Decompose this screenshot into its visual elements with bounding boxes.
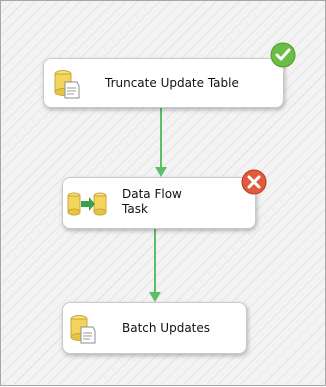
task-truncate-update-table[interactable]: Truncate Update Table xyxy=(43,42,296,108)
task-label: Data Flow Task xyxy=(122,187,182,216)
task-data-flow[interactable]: Data Flow Task xyxy=(62,169,267,229)
task-batch-updates[interactable]: Batch Updates xyxy=(62,302,247,354)
constraint-dataflow-to-batch[interactable] xyxy=(149,229,161,302)
task-label: Truncate Update Table xyxy=(105,76,239,90)
execute-sql-task-icon xyxy=(70,315,96,344)
success-check-icon xyxy=(270,42,296,68)
failure-x-icon xyxy=(241,169,267,195)
execute-sql-task-icon xyxy=(54,70,80,99)
data-flow-task-icon xyxy=(67,192,107,216)
constraint-truncate-to-dataflow[interactable] xyxy=(155,108,167,177)
task-label: Batch Updates xyxy=(122,321,211,335)
